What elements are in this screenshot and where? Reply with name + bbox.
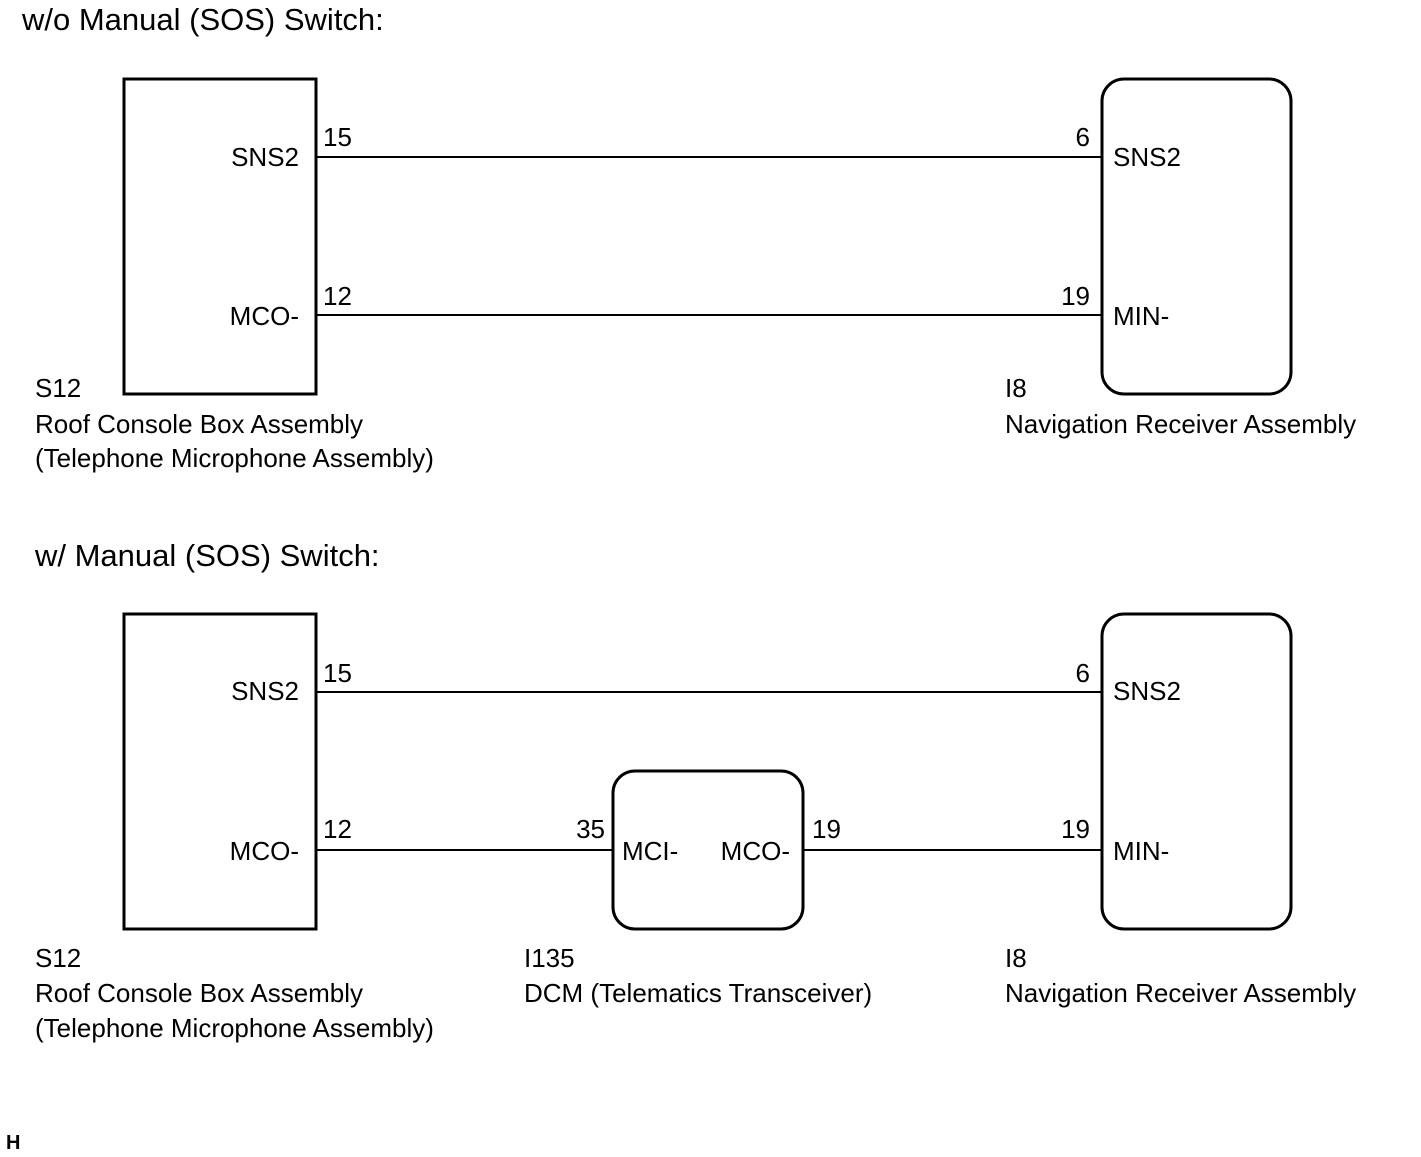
roof-console-box-unit: [122, 77, 318, 396]
pin-number: 19: [1061, 814, 1090, 844]
pin-label: MCI-: [622, 836, 678, 866]
unit-name: Roof Console Box Assembly: [35, 409, 364, 439]
corner-mark: H: [6, 1132, 21, 1154]
unit-code: S12: [35, 943, 82, 973]
pin-number: 12: [323, 814, 352, 844]
unit-subname: (Telephone Microphone Assembly): [35, 443, 434, 473]
pin-number: 15: [323, 658, 352, 688]
unit-code: I8: [1005, 373, 1027, 403]
unit-name: DCM (Telematics Transceiver): [524, 978, 873, 1008]
pin-label: MCO-: [230, 301, 299, 331]
unit-code: I8: [1005, 943, 1027, 973]
unit-code: S12: [35, 373, 82, 403]
pin-label: MIN-: [1113, 301, 1169, 331]
section-heading-without-sos: w/o Manual (SOS) Switch:: [22, 2, 384, 37]
pin-number: 15: [323, 122, 352, 152]
unit-name: Roof Console Box Assembly: [35, 978, 364, 1008]
unit-subname: (Telephone Microphone Assembly): [35, 1013, 434, 1043]
navigation-receiver-unit: [1100, 77, 1293, 396]
pin-number: 6: [1076, 122, 1090, 152]
roof-console-box-unit: [122, 612, 318, 931]
unit-code: I135: [524, 943, 575, 973]
pin-label: MCO-: [230, 836, 299, 866]
pin-label: SNS2: [231, 676, 299, 706]
pin-number: 19: [1061, 281, 1090, 311]
pin-label: MIN-: [1113, 836, 1169, 866]
unit-name: Navigation Receiver Assembly: [1005, 978, 1357, 1008]
unit-name: Navigation Receiver Assembly: [1005, 409, 1357, 439]
pin-number: 19: [812, 814, 841, 844]
pin-label: MCO-: [721, 836, 790, 866]
pin-number: 12: [323, 281, 352, 311]
pin-label: SNS2: [1113, 676, 1181, 706]
pin-number: 35: [576, 814, 605, 844]
navigation-receiver-unit: [1100, 612, 1293, 931]
section-heading-with-sos: w/ Manual (SOS) Switch:: [35, 538, 380, 573]
pin-number: 6: [1076, 658, 1090, 688]
pin-label: SNS2: [231, 142, 299, 172]
pin-label: SNS2: [1113, 142, 1181, 172]
